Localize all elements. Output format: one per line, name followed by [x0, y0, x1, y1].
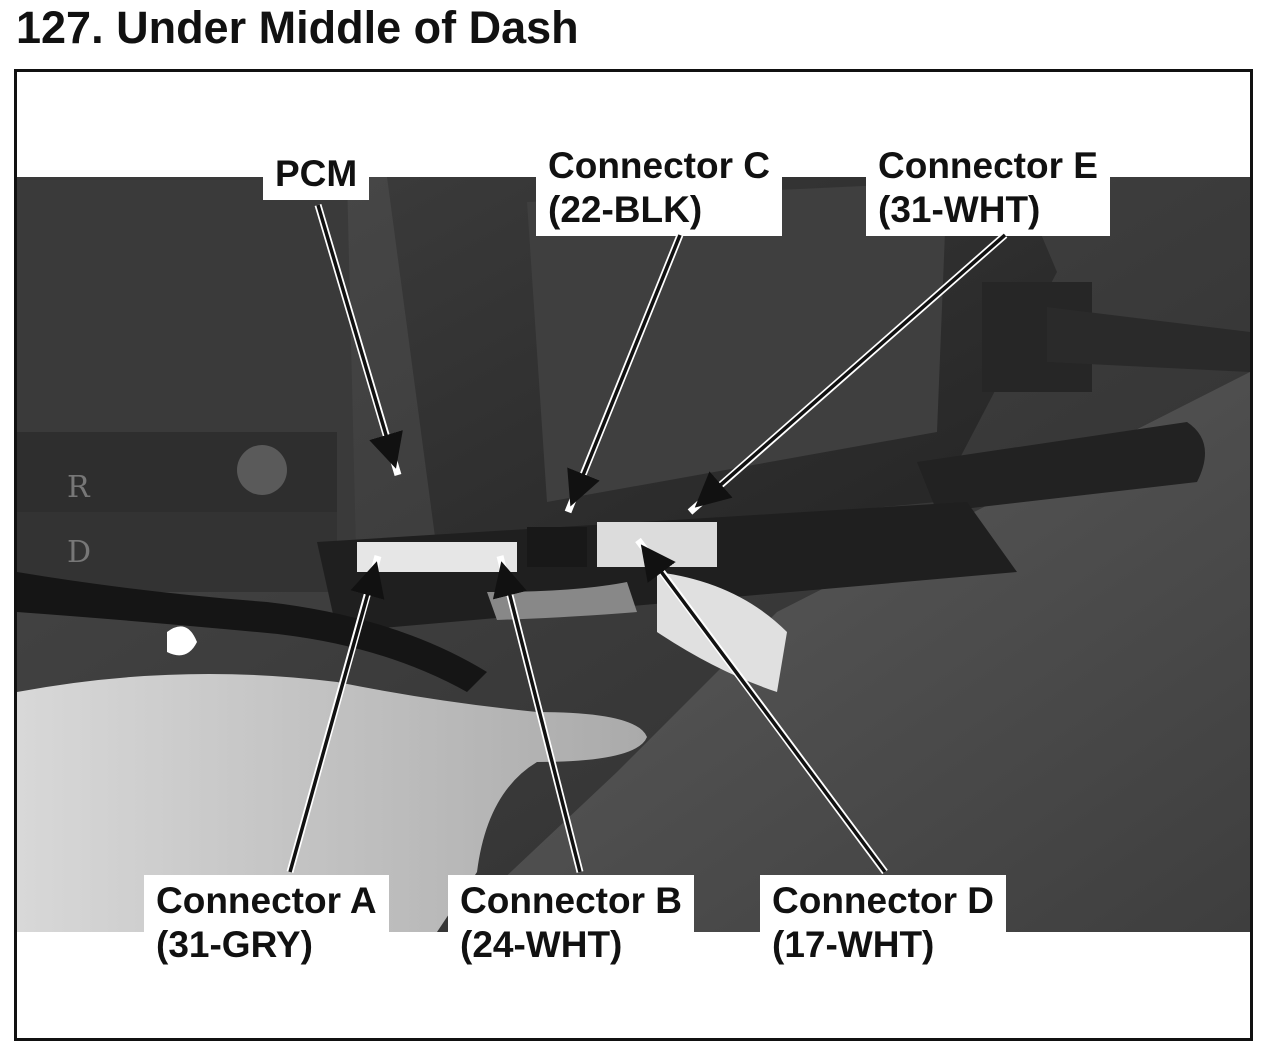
connector-b-name: Connector B: [460, 880, 682, 921]
pcm-label: PCM: [263, 148, 370, 200]
svg-text:D: D: [67, 535, 91, 570]
connector-d-spec: (17-WHT): [772, 924, 935, 965]
connector-a-label: Connector A (31-GRY): [144, 875, 389, 971]
connector-c-spec: (22-BLK): [548, 189, 703, 230]
connector-b-spec: (24-WHT): [460, 924, 623, 965]
connector-c-name: Connector C: [548, 145, 770, 186]
page-title: 127. Under Middle of Dash: [16, 2, 579, 53]
connector-e-name: Connector E: [878, 145, 1098, 186]
connector-c-label: Connector C (22-BLK): [536, 140, 782, 236]
pcm-label-text: PCM: [275, 153, 358, 194]
connector-b-label: Connector B (24-WHT): [448, 875, 694, 971]
connector-d-name: Connector D: [772, 880, 994, 921]
connector-a-name: Connector A: [156, 880, 377, 921]
svg-text:R: R: [67, 470, 91, 505]
connector-a-spec: (31-GRY): [156, 924, 313, 965]
connector-e-spec: (31-WHT): [878, 189, 1041, 230]
connector-d-label: Connector D (17-WHT): [760, 875, 1006, 971]
connector-e-label: Connector E (31-WHT): [866, 140, 1110, 236]
